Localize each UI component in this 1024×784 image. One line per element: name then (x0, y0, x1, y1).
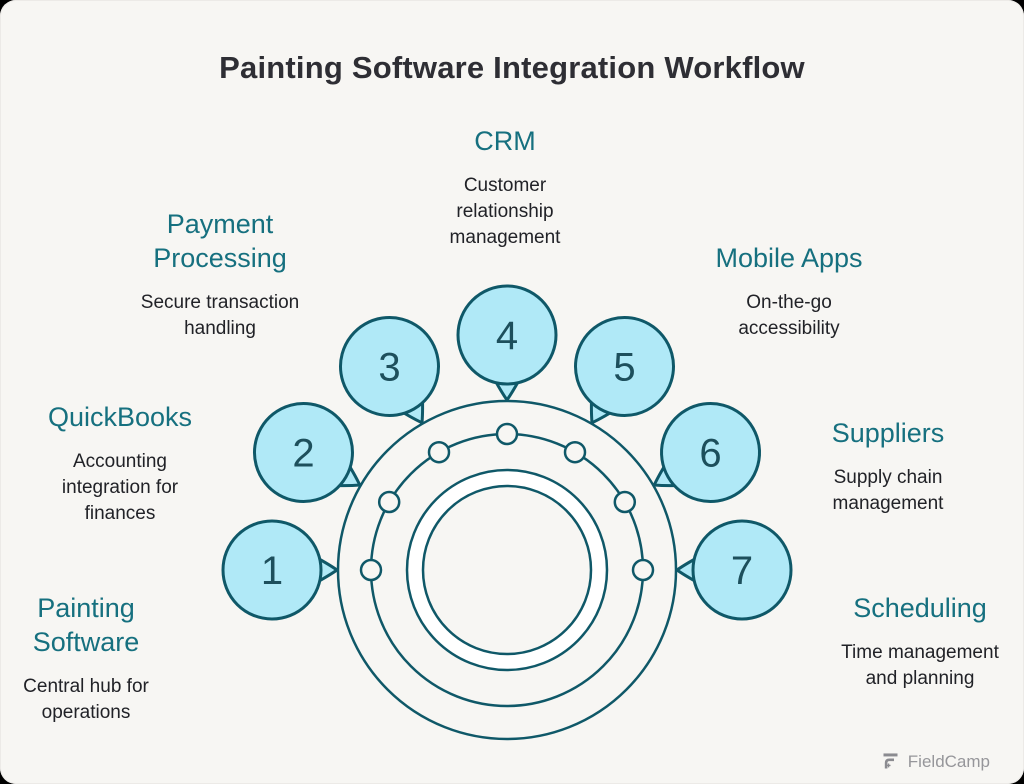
step-description: Time management and planning (841, 642, 999, 689)
inner-ring-fill (407, 470, 607, 670)
step-number-1: 1 (261, 549, 283, 593)
outer-circle (336, 399, 678, 741)
brand-name: FieldCamp (907, 751, 990, 771)
step-description: Customer relationship management (449, 175, 561, 248)
step-heading: CRM (474, 126, 536, 156)
step-number-5: 5 (613, 346, 635, 390)
step-description: On-the-go accessibility (738, 292, 840, 339)
step-label-suppliers: Suppliers Supply chain management (832, 416, 945, 517)
connector-dot (377, 490, 401, 514)
step-heading: QuickBooks (47, 402, 193, 432)
inner-ring-outer-circle (405, 468, 609, 672)
step-label-scheduling: Scheduling Time management and planning (841, 591, 999, 692)
connector-dot (613, 490, 637, 514)
step-number-4: 4 (496, 314, 518, 358)
step-label-painting-software: Painting Software Central hub for operat… (23, 591, 149, 726)
step-bubble-4 (456, 284, 558, 402)
connector-dot (631, 558, 655, 582)
step-heading: Suppliers (831, 418, 945, 448)
workflow-diagram: 1 2 3 4 5 6 7 (221, 284, 793, 741)
step-label-payment-processing: Payment Processing Secure transaction ha… (141, 207, 299, 342)
step-bubble-1 (221, 519, 339, 621)
connector-dot (563, 440, 587, 464)
step-label-quickbooks: QuickBooks Accounting integration for fi… (48, 400, 192, 527)
connector-dot (359, 558, 383, 582)
page-title: Painting Software Integration Workflow (219, 50, 805, 85)
connector-dot (427, 440, 451, 464)
step-description: Secure transaction handling (140, 292, 300, 339)
inner-ring-inner-circle (421, 484, 593, 656)
step-heading: Mobile Apps (715, 243, 863, 273)
step-number-2: 2 (292, 432, 314, 476)
step-number-7: 7 (731, 549, 753, 593)
step-bubble-6 (652, 402, 762, 503)
step-heading: Payment Processing (153, 209, 287, 273)
step-bubble-2 (252, 402, 362, 503)
step-bubble-5 (574, 315, 675, 425)
brand-footer: FieldCamp (880, 751, 990, 772)
step-bubble-3 (339, 315, 440, 425)
step-number-3: 3 (378, 346, 400, 390)
step-heading: Painting Software (32, 593, 140, 657)
step-description: Supply chain management (832, 467, 944, 514)
step-bubble-7 (675, 519, 793, 621)
step-label-crm: CRM Customer relationship management (450, 124, 561, 251)
step-description: Central hub for operations (23, 676, 149, 723)
connector-dot (495, 422, 519, 446)
fieldcamp-logo-icon (883, 753, 898, 769)
step-number-6: 6 (699, 432, 721, 476)
connector-dots (359, 422, 655, 582)
step-label-mobile-apps: Mobile Apps On-the-go accessibility (715, 241, 862, 342)
step-heading: Scheduling (853, 593, 987, 623)
step-description: Accounting integration for finances (61, 451, 179, 524)
